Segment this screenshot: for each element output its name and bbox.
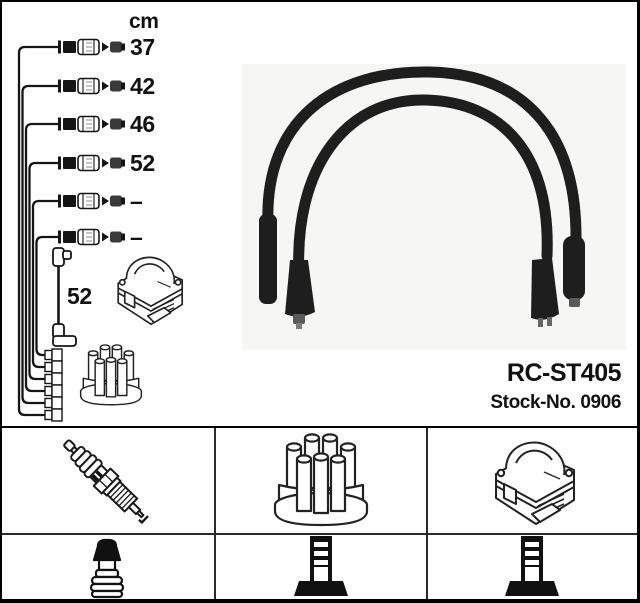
lead-length-4: 52 — [130, 150, 155, 176]
lead-length-2: 42 — [130, 73, 155, 99]
wiring-schematic — [17, 38, 626, 422]
legend-cell-coil-terminal-1 — [213, 533, 426, 599]
unit-header: cm — [129, 10, 159, 33]
legend-cell-distributor-cap — [213, 428, 426, 533]
lead-length-3: 46 — [130, 111, 155, 137]
legend-cell-spark-plug — [2, 428, 214, 533]
part-number: RC-ST405 — [506, 359, 622, 387]
ignition-cable-set-photo — [242, 64, 626, 350]
legend-cell-ignition-coil — [425, 428, 637, 533]
component-legend-grid — [2, 426, 637, 603]
coil-terminal-icon — [505, 536, 560, 596]
stock-number: Stock-No. 0906 — [490, 392, 621, 413]
harness-lines — [17, 45, 59, 417]
ignition-coil-icon — [117, 256, 183, 325]
legend-cell-plug-terminal — [2, 533, 214, 599]
lead-length-5: – — [130, 188, 143, 214]
distributor-cap-icon — [273, 433, 368, 527]
distributor-end-plugs — [44, 348, 63, 422]
coil-wire-length: 52 — [67, 283, 92, 309]
ignition-coil-icon — [495, 441, 576, 525]
product-identification: RC-ST405 Stock-No. 0906 — [490, 359, 621, 414]
distributor-cap-icon — [79, 344, 143, 406]
lead-length-1: 37 — [130, 34, 155, 60]
coil-terminal-icon — [293, 536, 348, 596]
coil-wire-icon — [52, 247, 77, 347]
lead-length-6: – — [130, 224, 143, 250]
plug-terminal-nut-icon — [90, 538, 125, 599]
ignition-lead-connector-icon — [57, 38, 126, 246]
spark-plug-icon — [56, 432, 156, 529]
legend-cell-coil-terminal-2 — [425, 533, 637, 599]
